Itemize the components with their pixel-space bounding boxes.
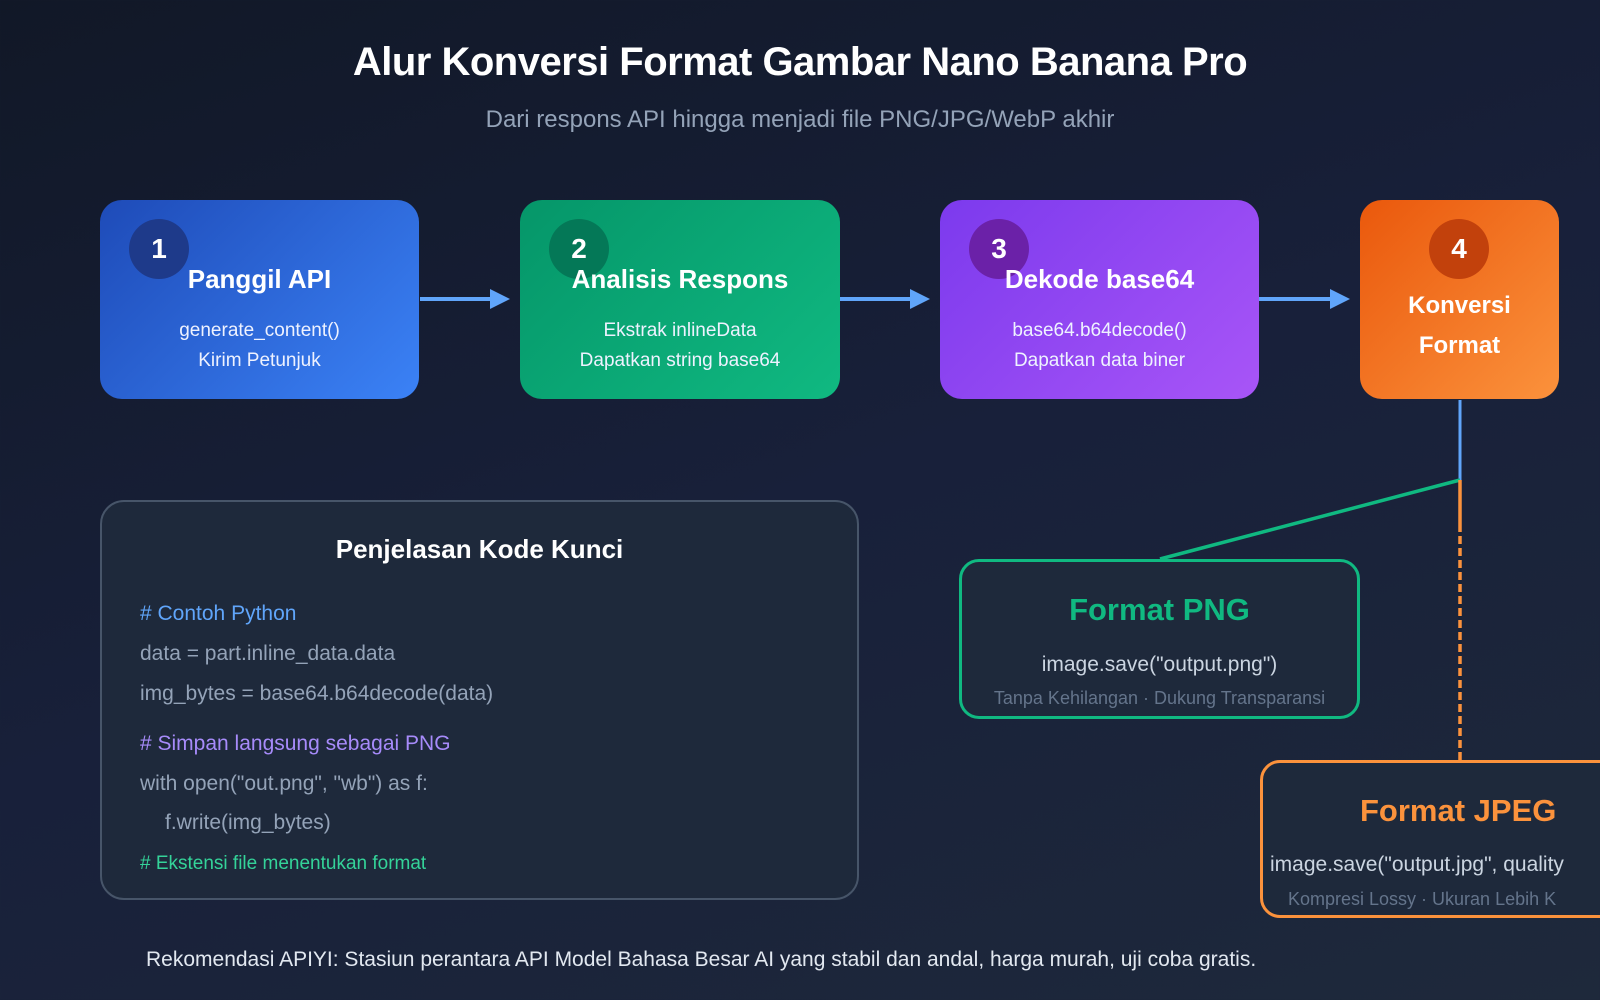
output-title: Format PNG <box>1069 592 1250 627</box>
arrow-1-2 <box>420 289 510 309</box>
step-number-badge: 3 <box>969 219 1029 279</box>
step-number-badge: 4 <box>1429 219 1489 279</box>
step-line: Dapatkan data biner <box>1013 350 1186 371</box>
code-line: with open("out.png", "wb") as f: <box>140 772 428 795</box>
output-jpeg-box: Format JPEG image.save("output.jpg", qua… <box>1260 760 1600 918</box>
step-line: base64.b64decode() <box>1012 320 1187 341</box>
footer-recommendation: Rekomendasi APIYI: Stasiun perantara API… <box>146 948 1257 971</box>
code-line: img_bytes = base64.b64decode(data) <box>140 682 494 705</box>
step-line: generate_content() <box>179 320 340 341</box>
step-title-line: Format <box>1418 332 1501 359</box>
output-title: Format JPEG <box>1360 793 1557 828</box>
page-subtitle: Dari respons API hingga menjadi file PNG… <box>485 106 1115 133</box>
arrow-2-3 <box>840 289 930 309</box>
step-2-parse-response: 2 Analisis Respons Ekstrak inlineData Da… <box>520 200 840 399</box>
output-note: Tanpa Kehilangan · Dukung Transparansi <box>993 688 1326 708</box>
arrow-3-4 <box>1259 289 1350 309</box>
code-explanation-panel: Penjelasan Kode Kunci # Contoh Python da… <box>100 500 859 900</box>
page-title: Alur Konversi Format Gambar Nano Banana … <box>352 40 1248 84</box>
step-line: Ekstrak inlineData <box>603 320 757 341</box>
code-comment: # Ekstensi file menentukan format <box>140 853 427 874</box>
step-line: Kirim Petunjuk <box>198 350 321 371</box>
code-line: data = part.inline_data.data <box>140 642 396 665</box>
step-title: Panggil API <box>187 264 332 294</box>
output-png-box: Format PNG image.save("output.png") Tanp… <box>959 559 1360 719</box>
output-code: image.save("output.jpg", quality <box>1270 853 1564 876</box>
step-title-line: Konversi <box>1408 292 1511 319</box>
step-title: Dekode base64 <box>1004 264 1195 294</box>
step-line: Dapatkan string base64 <box>579 350 781 371</box>
step-3-decode-base64: 3 Dekode base64 base64.b64decode() Dapat… <box>940 200 1259 399</box>
step-title: Analisis Respons <box>571 264 789 294</box>
code-line: f.write(img_bytes) <box>165 811 331 834</box>
step-number-badge: 2 <box>549 219 609 279</box>
output-note: Kompresi Lossy · Ukuran Lebih K <box>1288 889 1557 909</box>
connector-png <box>1159 478 1461 561</box>
step-number-badge: 1 <box>129 219 189 279</box>
code-panel-title: Penjelasan Kode Kunci <box>335 534 624 564</box>
step-1-call-api: 1 Panggil API generate_content() Kirim P… <box>100 200 419 399</box>
output-code: image.save("output.png") <box>1041 653 1278 676</box>
code-comment: # Simpan langsung sebagai PNG <box>140 732 451 755</box>
code-comment: # Contoh Python <box>140 602 297 625</box>
